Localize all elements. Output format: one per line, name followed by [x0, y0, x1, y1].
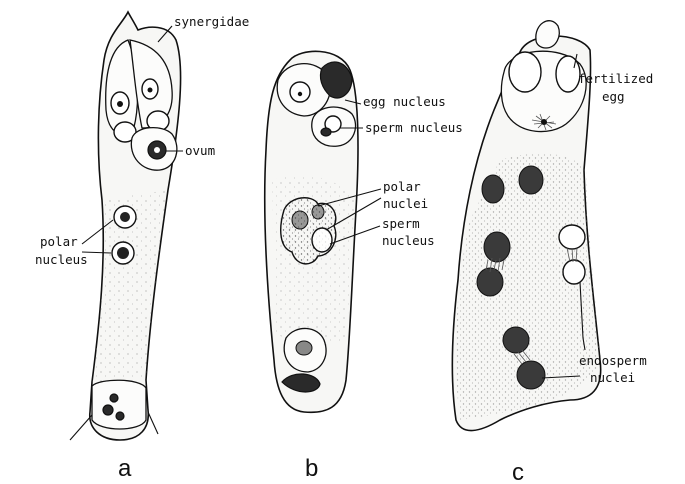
label-sperm-nucleus-line1: sperm: [382, 216, 420, 231]
label-fertilized-egg-line2: egg: [602, 89, 625, 104]
label-polar-nucleus-line2: nucleus: [35, 252, 88, 267]
embryo-sac-b: egg nucleus sperm nucleus polar nuclei s…: [265, 51, 463, 482]
panel-label-b: b: [305, 455, 318, 482]
label-egg-nucleus: egg nucleus: [363, 94, 446, 109]
label-synergidae: synergidae: [174, 14, 249, 29]
sperm-nucleus-in-egg: [321, 128, 331, 136]
label-fertilized-egg-line1: fertilized: [578, 71, 653, 86]
panel-label-a: a: [118, 455, 132, 482]
antipodal-cells: [92, 380, 146, 429]
label-polar-nucleus-line1: polar: [40, 234, 78, 249]
embryo-sac-c: fertilized egg endosperm nuclei c: [452, 21, 653, 484]
label-sperm-nucleus-line2: nucleus: [382, 233, 435, 248]
label-endosperm-nuclei-line2: nuclei: [590, 370, 635, 385]
embryo-sac-a: synergidae ovum polar nucleus a: [35, 12, 249, 482]
synergid-remnant: [536, 21, 559, 48]
label-polar-nuclei-line1: polar: [383, 179, 421, 194]
panel-label-c: c: [512, 459, 524, 484]
label-endosperm-nuclei-line1: endosperm: [579, 353, 647, 368]
label-ovum: ovum: [185, 143, 215, 158]
label-sperm-nucleus: sperm nucleus: [365, 120, 463, 135]
label-polar-nuclei-line2: nuclei: [383, 196, 428, 211]
